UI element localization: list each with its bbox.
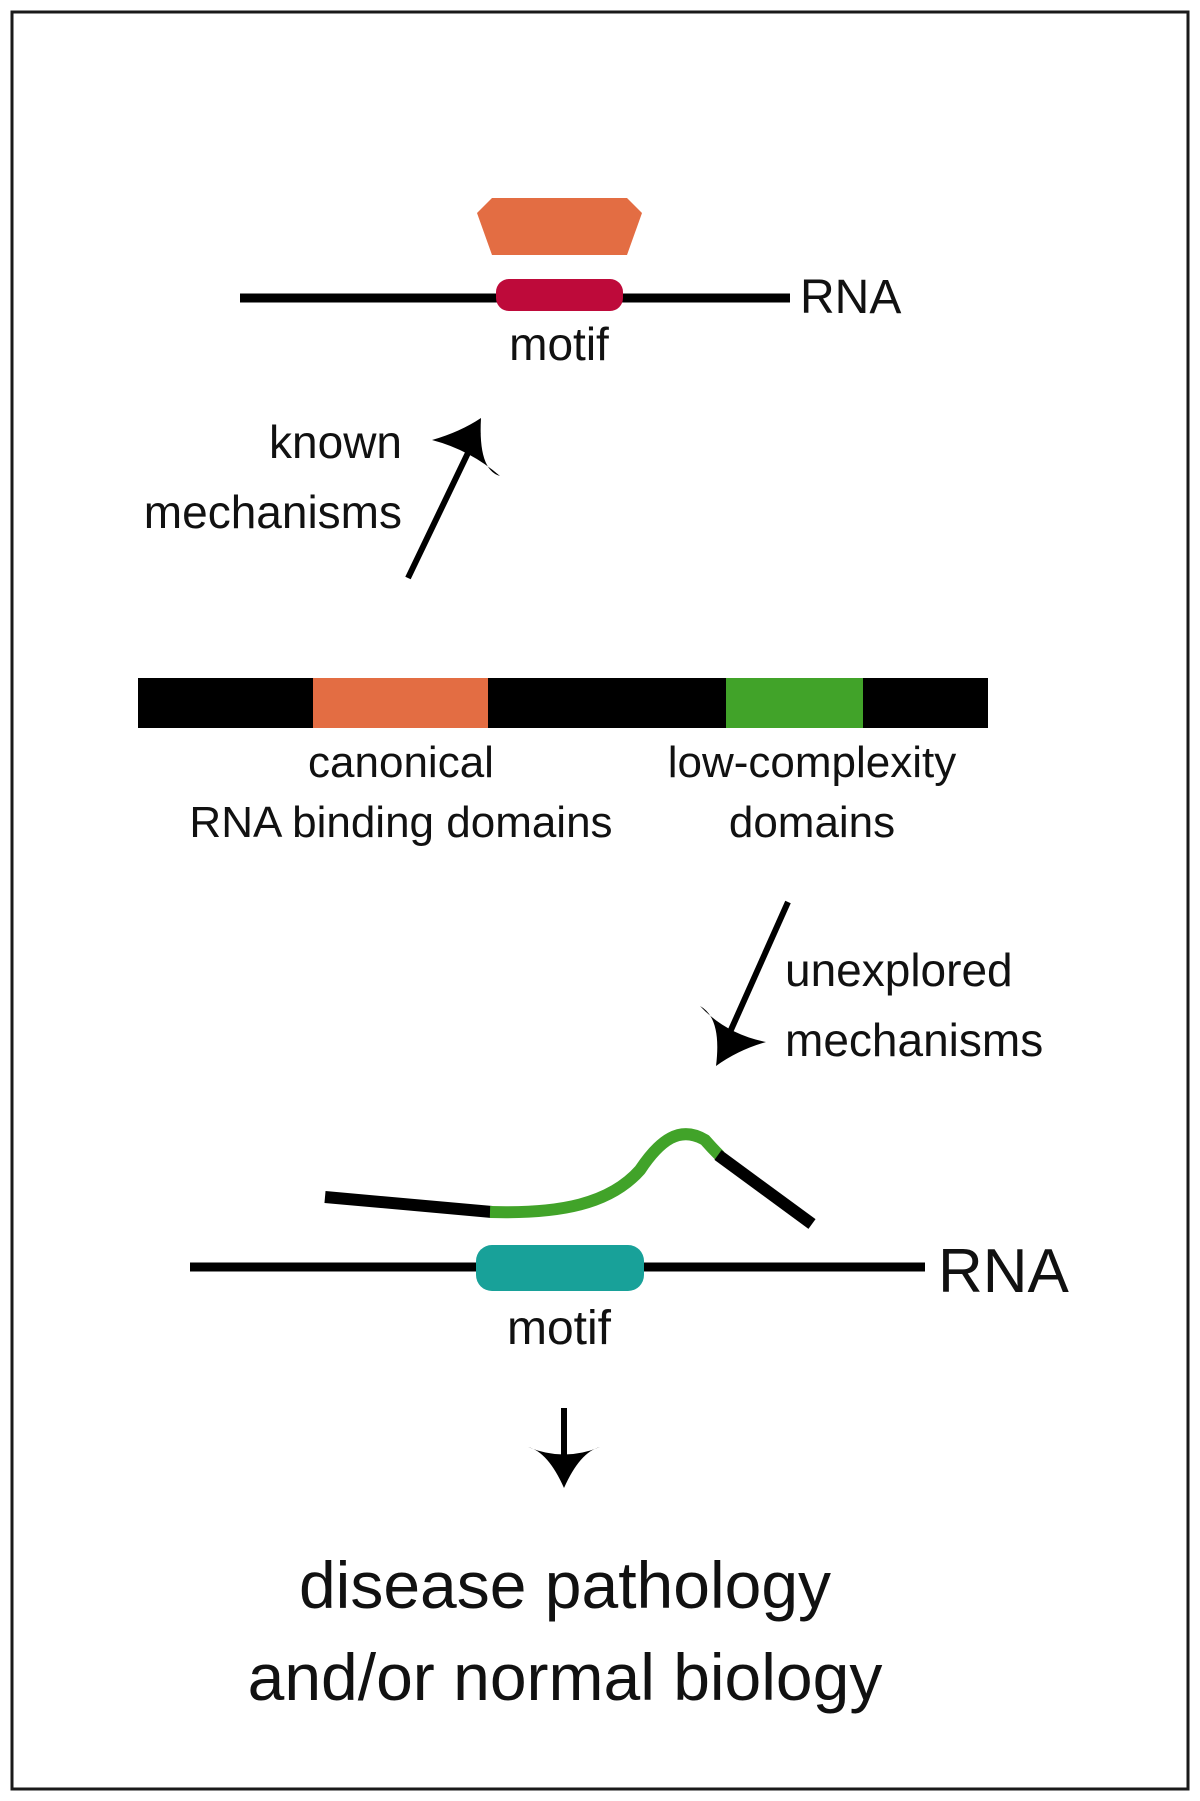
bottom-panel: RNA motif xyxy=(190,1128,1070,1355)
top-rna-label: RNA xyxy=(800,271,901,324)
outcome-section: disease pathology and/or normal biology xyxy=(248,1408,883,1714)
outcome-line2: and/or normal biology xyxy=(248,1640,883,1714)
top-motif-label: motif xyxy=(509,318,609,370)
protein-domain-bar: canonical RNA binding domains low-comple… xyxy=(138,678,988,847)
outcome-arrow-head xyxy=(528,1447,600,1488)
rbd-label-line1: canonical xyxy=(308,738,494,787)
bottom-rna-label: RNA xyxy=(938,1237,1070,1306)
lc-domain-chain xyxy=(489,1128,725,1219)
bottom-motif-label: motif xyxy=(507,1302,612,1355)
top-panel: RNA motif xyxy=(240,198,901,370)
lc-domain xyxy=(726,678,863,728)
outer-frame xyxy=(10,10,1190,1791)
outcome-line1: disease pathology xyxy=(299,1548,831,1622)
known-arrow-shaft xyxy=(405,430,481,580)
unexplored-arrow-shaft xyxy=(719,900,791,1052)
rbd-domain xyxy=(313,678,488,728)
known-arrow-head xyxy=(432,418,500,476)
rbd-label-line2: RNA binding domains xyxy=(189,798,612,847)
known-label-line1: known xyxy=(269,416,402,468)
rbd-protein-hexagon xyxy=(477,198,642,255)
known-mechanisms-arrow: known mechanisms xyxy=(144,416,500,580)
unexplored-mechanisms-arrow: unexplored mechanisms xyxy=(700,900,1043,1066)
unexplored-arrow-head xyxy=(700,1006,766,1066)
unexplored-label-line2: mechanisms xyxy=(785,1014,1043,1066)
protein-chain-left-segment xyxy=(324,1191,493,1218)
lc-label-line2: domains xyxy=(729,798,895,847)
top-motif xyxy=(496,279,623,311)
protein-chain-right-segment xyxy=(714,1150,816,1229)
known-label-line2: mechanisms xyxy=(144,486,402,538)
unexplored-label-line1: unexplored xyxy=(785,944,1013,996)
lc-label-line1: low-complexity xyxy=(668,738,957,787)
bottom-motif xyxy=(476,1245,644,1291)
